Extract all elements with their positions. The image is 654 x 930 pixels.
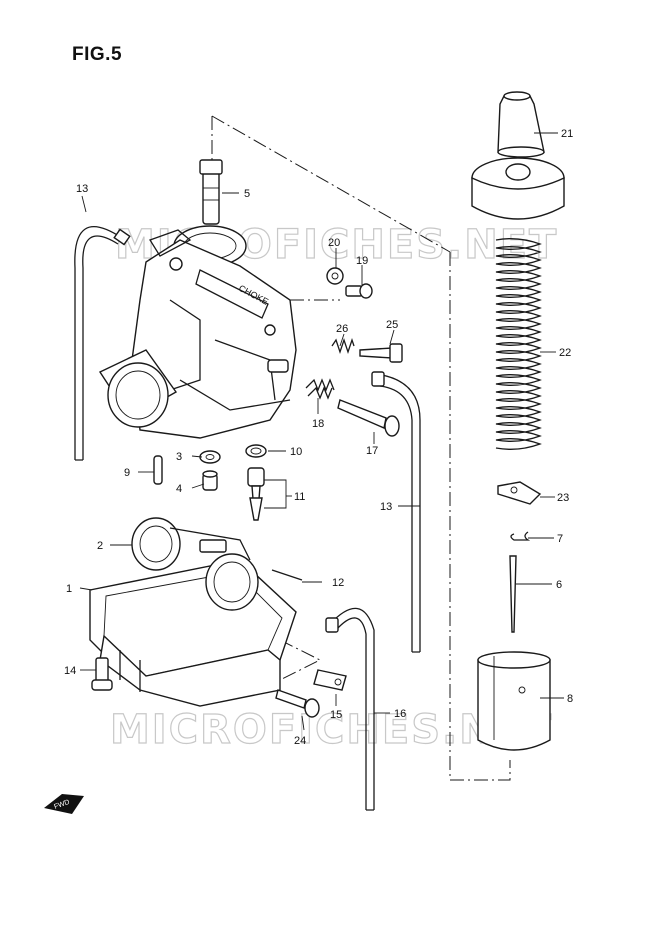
part-22-spring — [495, 238, 542, 450]
callout-16: 16 — [394, 708, 406, 720]
part-18-spring — [305, 378, 335, 400]
callout-15: 15 — [330, 709, 342, 721]
part-15-plate — [313, 669, 347, 691]
part-5-screw — [199, 159, 223, 225]
part-6-needle — [509, 555, 517, 633]
part-12-pin — [271, 569, 303, 581]
callout-6: 6 — [556, 579, 562, 591]
callout-19: 19 — [356, 255, 368, 267]
callout-26: 26 — [336, 323, 348, 335]
callout-24: 24 — [294, 735, 306, 747]
callout-14: 14 — [64, 665, 76, 677]
part-17-screw — [337, 399, 400, 437]
callout-17: 17 — [366, 445, 378, 457]
fwd-arrow-icon: FWD — [44, 794, 84, 814]
carburetor-body: CHOKE — [98, 225, 297, 439]
part-9-pin — [153, 455, 163, 485]
part-16-hose — [325, 607, 375, 811]
part-10-o-ring — [245, 444, 267, 458]
part-23-clip-plate — [497, 481, 542, 505]
callout-13-right: 13 — [380, 501, 392, 513]
part-19-screw — [345, 283, 373, 299]
callout-20: 20 — [328, 237, 340, 249]
part-7-clip — [510, 531, 531, 541]
part-4-bolt — [202, 470, 218, 491]
callout-18: 18 — [312, 418, 324, 430]
callout-22: 22 — [559, 347, 571, 359]
callout-21: 21 — [561, 128, 573, 140]
callout-25: 25 — [386, 319, 398, 331]
callout-2: 2 — [97, 540, 103, 552]
part-21-boot — [497, 91, 545, 158]
part-25-air-screw — [359, 343, 403, 363]
part-11-jet — [247, 467, 265, 521]
part-3-washer — [199, 450, 221, 464]
part-24-screw — [275, 689, 320, 718]
callout-1: 1 — [66, 583, 72, 595]
part-13-hose-right — [371, 371, 421, 653]
part-8-throttle-valve — [477, 651, 551, 751]
assembly-lines — [211, 115, 511, 781]
callout-11: 11 — [294, 491, 305, 503]
callout-7: 7 — [557, 533, 563, 545]
figure-title: FIG.5 — [72, 44, 123, 65]
float-bowl-assembly — [89, 517, 297, 707]
part-22-top-cap — [471, 157, 565, 220]
callout-10: 10 — [290, 446, 302, 458]
callout-4: 4 — [176, 483, 182, 495]
callout-23: 23 — [557, 492, 569, 504]
callout-13-left: 13 — [76, 183, 88, 195]
part-14-bolt — [91, 657, 113, 691]
callout-9: 9 — [124, 467, 130, 479]
part-20-washer — [326, 267, 344, 285]
leader-lines — [79, 132, 564, 731]
part-13-hose-left — [74, 226, 131, 461]
callout-12: 12 — [332, 577, 344, 589]
callout-8: 8 — [567, 693, 573, 705]
callout-5: 5 — [244, 188, 250, 200]
callout-numbers: 13 5 20 19 26 25 18 17 3 10 9 4 11 13 2 … — [64, 128, 573, 747]
callout-3: 3 — [176, 451, 182, 463]
part-26-spring — [331, 337, 355, 355]
